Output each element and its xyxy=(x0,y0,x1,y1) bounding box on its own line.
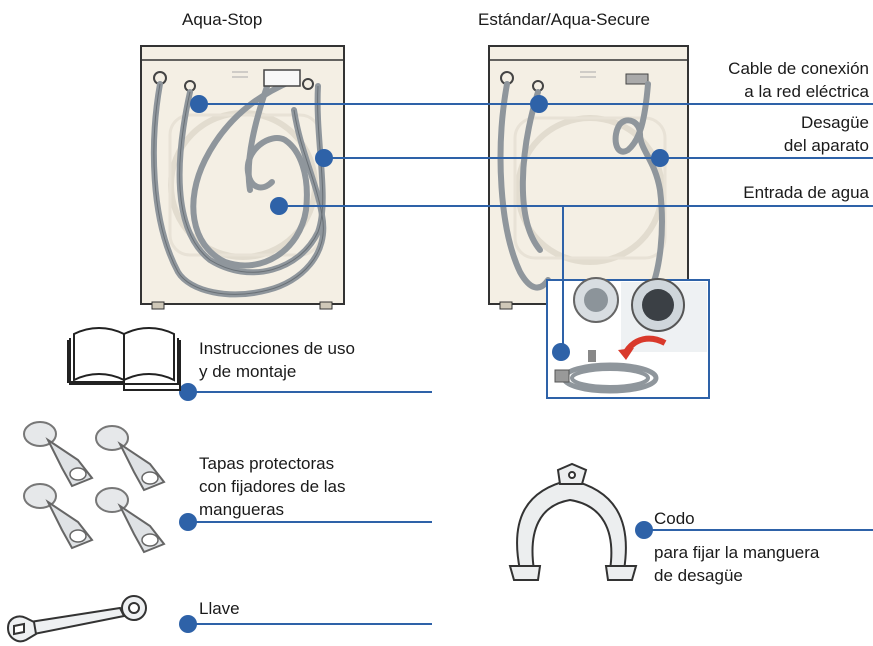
manual-label-1: Instrucciones de uso xyxy=(199,339,355,358)
caps-label-3: mangueras xyxy=(199,500,285,519)
drain-label-1: Desagüe xyxy=(800,113,869,132)
power-cable-label-2: a la red eléctrica xyxy=(744,82,869,101)
inlet-hose-inset xyxy=(546,277,710,399)
washing-machine-icon xyxy=(488,45,689,310)
elbow-label-1: Codo xyxy=(654,509,695,528)
caps-label-1: Tapas protectoras xyxy=(199,454,335,473)
standard-header: Estándar/Aqua-Secure xyxy=(478,10,650,29)
drain-label-2: del aparato xyxy=(783,136,869,155)
elbow-label-3: de desagüe xyxy=(654,566,743,585)
book-icon xyxy=(67,327,181,391)
manual-label-2: y de montaje xyxy=(199,362,297,381)
caps-label-2: con fijadores de las xyxy=(199,477,346,496)
elbow-label-2: para fijar la manguera xyxy=(654,543,820,562)
power-cable-label-1: Cable de conexión xyxy=(728,59,869,78)
aqua-stop-header: Aqua-Stop xyxy=(182,10,263,29)
water-inlet-label: Entrada de agua xyxy=(743,183,869,202)
washing-machine-icon xyxy=(140,45,345,310)
wrench-icon xyxy=(6,595,147,643)
elbow-bracket-icon xyxy=(508,462,638,581)
cap-clip-icon xyxy=(23,421,166,554)
callout-dots xyxy=(179,95,669,633)
wrench-label: Llave xyxy=(199,599,240,618)
